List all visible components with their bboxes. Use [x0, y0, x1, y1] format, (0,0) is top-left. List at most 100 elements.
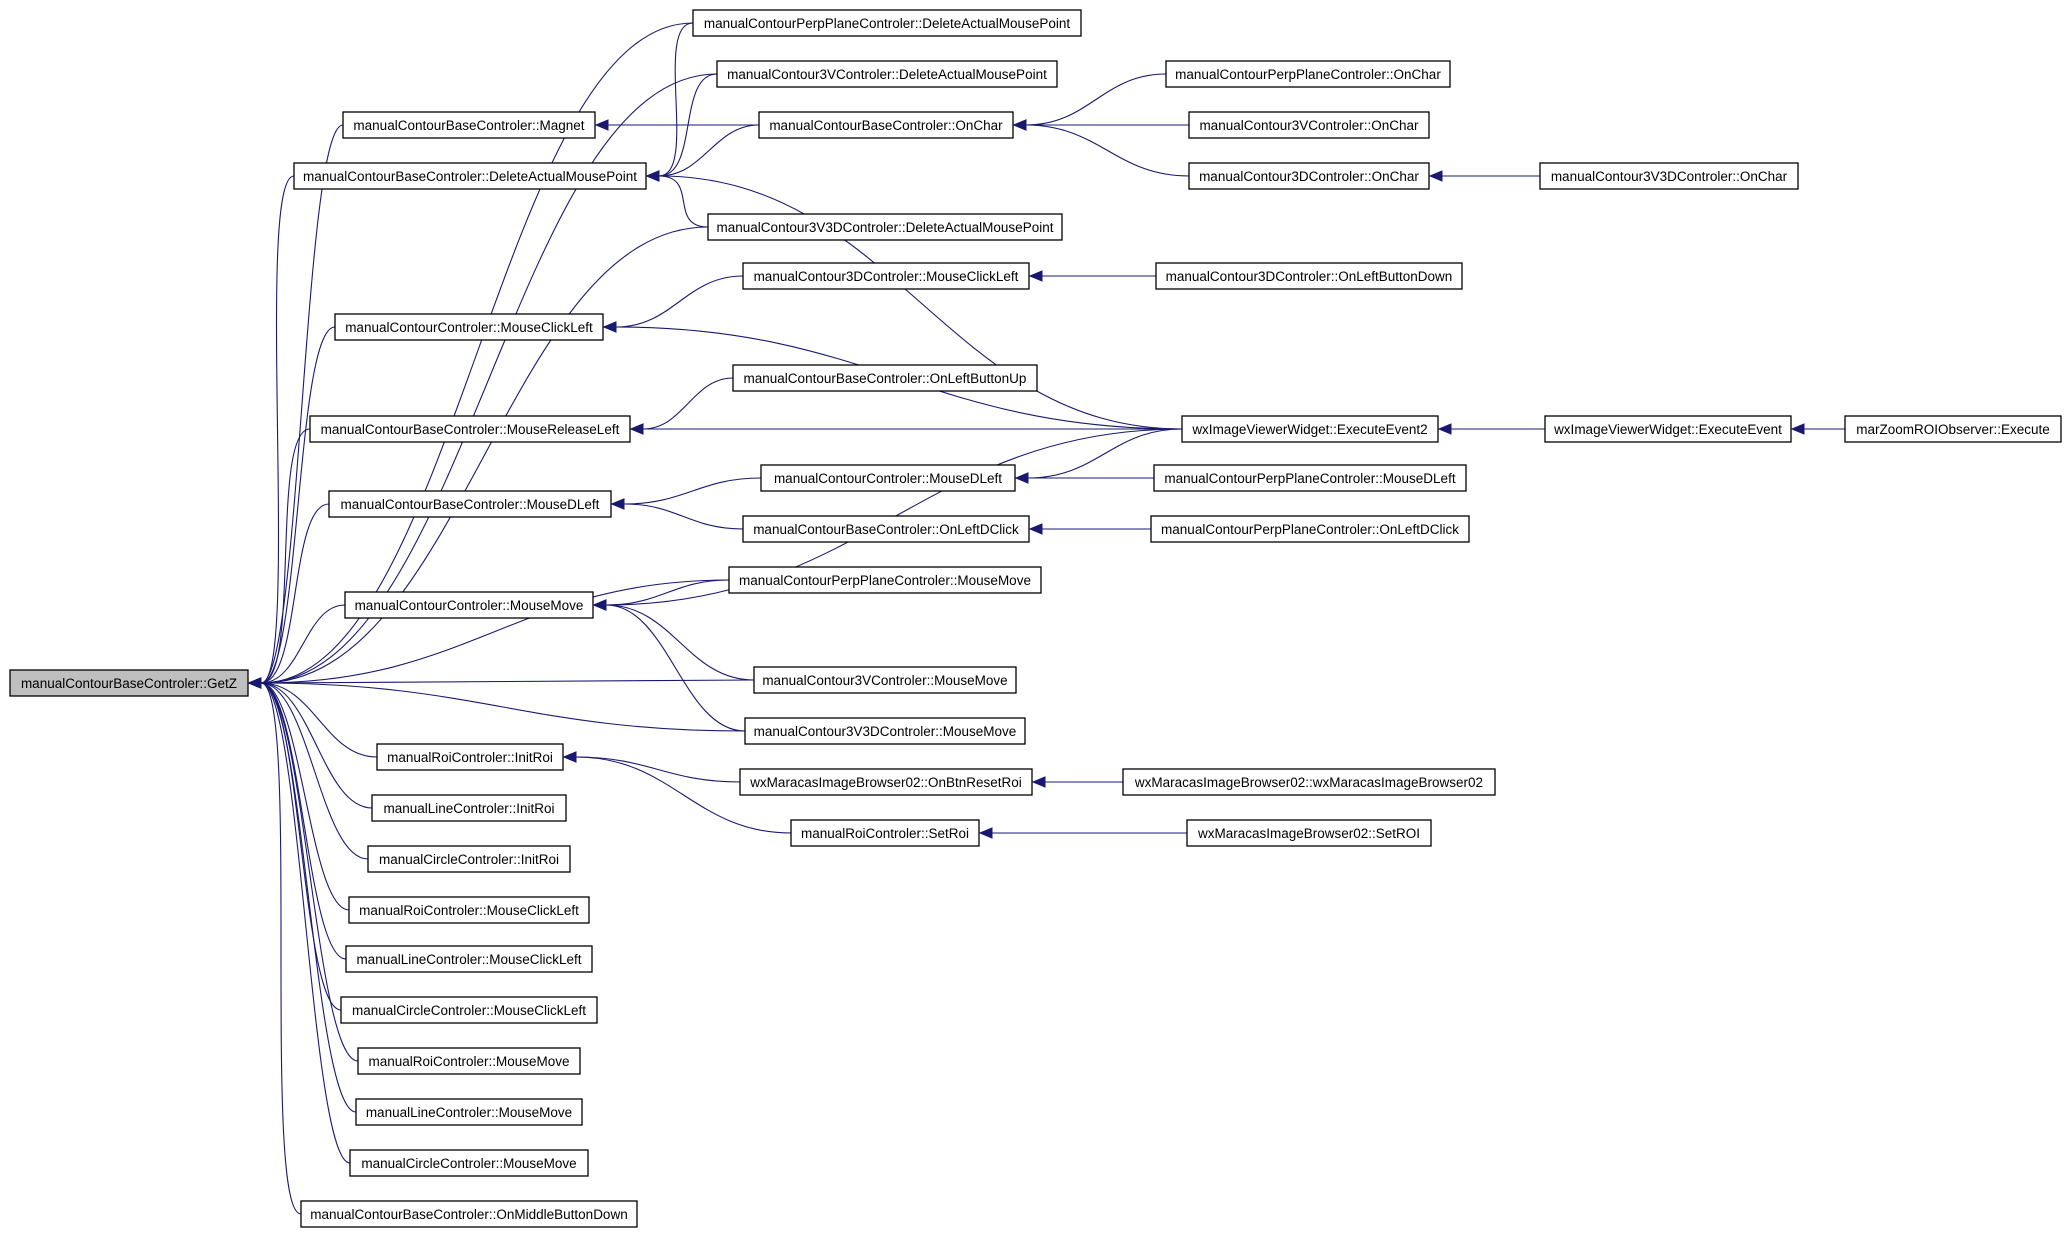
node-box — [716, 60, 1058, 88]
node-label: manualContourPerpPlaneControler::DeleteA… — [704, 16, 1070, 31]
edge-n_pp_delete-to-n_base_delete — [658, 22, 694, 177]
edge-n_3v_move-to-n_getz — [260, 679, 755, 684]
node-3d-onleftdown[interactable]: manualContour3DControler::OnLeftButtonDo… — [1155, 262, 1463, 290]
node-onbtnreset[interactable]: wxMaracasImageBrowser02::OnBtnResetRoi — [739, 768, 1033, 796]
node-roi-clickleft[interactable]: manualRoiControler::MouseClickLeft — [348, 896, 590, 924]
node-base-middle[interactable]: manualContourBaseControler::OnMiddleButt… — [300, 1200, 638, 1228]
arrowhead-n_execute2-to-n_base_release — [629, 423, 644, 435]
edge-n_3v3d_delete-to-n_getz — [260, 226, 709, 684]
node-label: wxImageViewerWidget::ExecuteEvent — [1553, 422, 1782, 437]
node-base-delete[interactable]: manualContourBaseControler::DeleteActual… — [293, 162, 647, 190]
node-label: manualLineControler::MouseMove — [366, 1105, 572, 1120]
node-execute2[interactable]: wxImageViewerWidget::ExecuteEvent2 — [1181, 415, 1439, 443]
node-3v-move[interactable]: manualContour3VControler::MouseMove — [753, 666, 1017, 694]
edge-n_roi_clickleft-to-n_getz — [260, 682, 350, 911]
node-label: manualContourBaseControler::GetZ — [21, 676, 237, 691]
node-box — [1188, 111, 1430, 139]
node-circle-initroi[interactable]: manualCircleControler::InitRoi — [367, 845, 571, 873]
arrowhead-n_execute2-to-n_ctrl_clickleft — [602, 321, 617, 333]
node-label: manualContour3DControler::OnChar — [1199, 169, 1419, 184]
arrowhead-n_execute-to-n_execute2 — [1437, 423, 1452, 435]
node-pp-onchar[interactable]: manualContourPerpPlaneControler::OnChar — [1165, 60, 1451, 88]
node-line-move[interactable]: manualLineControler::MouseMove — [355, 1098, 583, 1126]
node-box — [742, 515, 1030, 543]
node-label: manualCircleControler::MouseMove — [361, 1156, 576, 1171]
node-browser-setroi[interactable]: wxMaracasImageBrowser02::SetROI — [1186, 819, 1432, 847]
node-box — [1181, 415, 1439, 443]
node-box — [348, 896, 590, 924]
node-label: wxMaracasImageBrowser02::OnBtnResetRoi — [749, 775, 1022, 790]
node-base-dleft[interactable]: manualContourBaseControler::MouseDLeft — [328, 490, 612, 518]
node-label: wxImageViewerWidget::ExecuteEvent2 — [1191, 422, 1427, 437]
node-pp-onleftdclick[interactable]: manualContourPerpPlaneControler::OnLeftD… — [1150, 515, 1470, 543]
edge-n_execute2-to-n_base_delete — [658, 175, 1183, 430]
node-3v3d-delete[interactable]: manualContour3V3DControler::DeleteActual… — [707, 213, 1063, 241]
arrowhead-n_pp_onleftdclick-to-n_base_onleftdclick — [1028, 523, 1043, 535]
node-layer: manualContourBaseControler::GetZmanualCo… — [9, 9, 2062, 1228]
node-box — [334, 313, 604, 341]
node-browser-ctor[interactable]: wxMaracasImageBrowser02::wxMaracasImageB… — [1122, 768, 1496, 796]
node-box — [349, 1149, 589, 1177]
node-3v3d-move[interactable]: manualContour3V3DControler::MouseMove — [744, 717, 1026, 745]
edge-n_3v_delete-to-n_base_delete — [658, 73, 718, 177]
edge-n_line_initroi-to-n_getz — [260, 682, 373, 809]
node-ctrl-clickleft[interactable]: manualContourControler::MouseClickLeft — [334, 313, 604, 341]
node-label: manualRoiControler::MouseClickLeft — [359, 903, 579, 918]
node-base-onleftup[interactable]: manualContourBaseControler::OnLeftButton… — [732, 364, 1038, 392]
node-pp-move[interactable]: manualContourPerpPlaneControler::MouseMo… — [728, 566, 1042, 594]
edge-n_roi_move-to-n_getz — [260, 682, 359, 1062]
edge-layer — [247, 22, 1846, 1215]
arrowhead-n_roi_setroi-to-n_roi_initroi — [562, 751, 577, 763]
edge-n_pp_move-to-n_ctrl_move — [605, 579, 730, 606]
node-pp-dleft[interactable]: manualContourPerpPlaneControler::MouseDL… — [1153, 464, 1467, 492]
node-zoom[interactable]: marZoomROIObserver::Execute — [1844, 415, 2062, 443]
node-3v-delete[interactable]: manualContour3VControler::DeleteActualMo… — [716, 60, 1058, 88]
node-line-initroi[interactable]: manualLineControler::InitRoi — [371, 794, 567, 822]
node-box — [728, 566, 1042, 594]
node-box — [342, 111, 596, 139]
node-box — [1155, 262, 1463, 290]
node-ctrl-move[interactable]: manualContourControler::MouseMove — [344, 591, 594, 619]
node-roi-setroi[interactable]: manualRoiControler::SetRoi — [790, 819, 980, 847]
node-roi-move[interactable]: manualRoiControler::MouseMove — [357, 1047, 581, 1075]
node-label: manualContour3DControler::MouseClickLeft — [754, 269, 1019, 284]
arrowhead-n_3d_onleftdown-to-n_3d_clickleft — [1028, 270, 1043, 282]
node-pp-delete[interactable]: manualContourPerpPlaneControler::DeleteA… — [692, 9, 1082, 37]
node-label: manualContourBaseControler::DeleteActual… — [303, 169, 637, 184]
node-3d-onchar[interactable]: manualContour3DControler::OnChar — [1188, 162, 1430, 190]
node-3v-onchar[interactable]: manualContour3VControler::OnChar — [1188, 111, 1430, 139]
node-base-onchar[interactable]: manualContourBaseControler::OnChar — [758, 111, 1014, 139]
node-box — [760, 464, 1016, 492]
node-box — [344, 591, 594, 619]
arrowhead-n_3v3d_onchar-to-n_3d_onchar — [1428, 170, 1443, 182]
edge-n_pp_onchar-to-n_base_onchar — [1025, 73, 1167, 126]
node-box — [1122, 768, 1496, 796]
node-3d-clickleft[interactable]: manualContour3DControler::MouseClickLeft — [742, 262, 1030, 290]
node-execute[interactable]: wxImageViewerWidget::ExecuteEvent — [1544, 415, 1792, 443]
node-label: manualContourPerpPlaneControler::MouseDL… — [1164, 471, 1455, 486]
node-base-release[interactable]: manualContourBaseControler::MouseRelease… — [309, 415, 631, 443]
node-box — [9, 669, 249, 697]
node-circle-move[interactable]: manualCircleControler::MouseMove — [349, 1149, 589, 1177]
node-box — [309, 415, 631, 443]
node-label: manualRoiControler::InitRoi — [387, 750, 553, 765]
node-line-clickleft[interactable]: manualLineControler::MouseClickLeft — [345, 945, 593, 973]
node-label: manualContour3VControler::DeleteActualMo… — [727, 67, 1047, 82]
node-label: manualContourBaseControler::OnMiddleButt… — [310, 1207, 627, 1222]
node-box — [1539, 162, 1799, 190]
node-box — [345, 945, 593, 973]
node-box — [1150, 515, 1470, 543]
node-label: wxMaracasImageBrowser02::wxMaracasImageB… — [1134, 775, 1483, 790]
node-roi-initroi[interactable]: manualRoiControler::InitRoi — [376, 743, 564, 771]
edge-n_execute2-to-n_ctrl_dleft — [1027, 428, 1183, 479]
node-base-onleftdclick[interactable]: manualContourBaseControler::OnLeftDClick — [742, 515, 1030, 543]
node-box — [753, 666, 1017, 694]
arrowhead-n_3v3d_move-to-n_ctrl_move — [592, 599, 607, 611]
arrowhead-n_base_onleftdclick-to-n_base_dleft — [610, 498, 625, 510]
node-ctrl-dleft[interactable]: manualContourControler::MouseDLeft — [760, 464, 1016, 492]
node-circle-clickleft[interactable]: manualCircleControler::MouseClickLeft — [340, 996, 598, 1024]
node-3v3d-onchar[interactable]: manualContour3V3DControler::OnChar — [1539, 162, 1799, 190]
node-getz[interactable]: manualContourBaseControler::GetZ — [9, 669, 249, 697]
node-magnet[interactable]: manualContourBaseControler::Magnet — [342, 111, 596, 139]
